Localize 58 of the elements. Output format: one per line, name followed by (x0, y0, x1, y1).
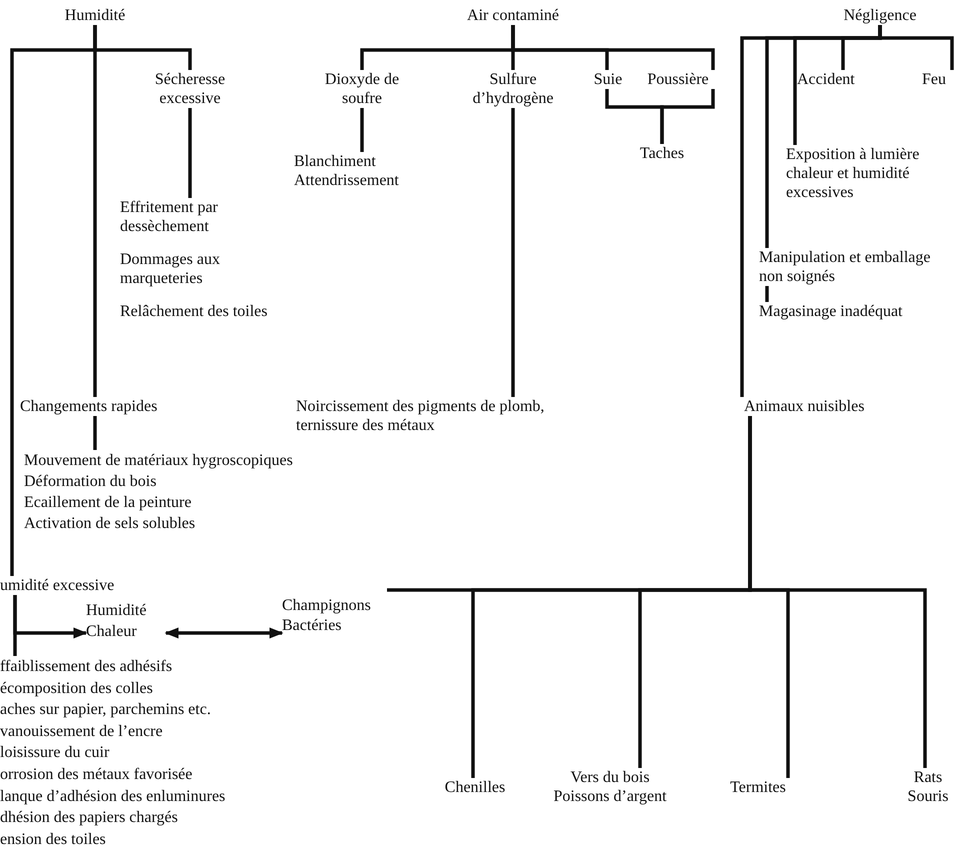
text-label: Taches (632, 144, 692, 163)
connector-line (660, 89, 715, 144)
connector-line (878, 25, 954, 70)
text-label: Termites (718, 778, 798, 797)
text-label: Suie (590, 70, 626, 89)
text-label: Chenilles (430, 778, 520, 797)
text-label: Feu (912, 70, 956, 89)
text-label: écomposition des colles (0, 678, 154, 699)
text-label: Magasinage inadéquat (759, 302, 949, 321)
connector-line (164, 627, 284, 639)
text-label: Bactéries (282, 616, 343, 636)
text-label: Changements rapides (20, 397, 180, 416)
connector-line (93, 416, 97, 450)
text-label: loisissure du cuir (0, 743, 110, 764)
text-label: ffaiblissement des adhésifs (0, 657, 174, 677)
text-label: Air contaminé (455, 6, 571, 25)
connector-line (188, 108, 192, 198)
connector-line (360, 108, 364, 152)
text-label: Vers du bois (569, 768, 651, 787)
text-label: aches sur papier, parchemins etc. (0, 700, 212, 720)
text-label: lanque d’adhésion des enluminures (0, 786, 226, 807)
connector-line (13, 595, 17, 656)
text-label: Chaleur (86, 622, 138, 642)
text-label: Humidité (86, 601, 148, 621)
text-label: Dommages aux marqueteries (120, 250, 260, 288)
connector-line (511, 25, 715, 70)
text-label: umidité excessive (0, 576, 150, 595)
text-label: Exposition à lumière chaleur et humidité excessives (786, 145, 956, 202)
text-label: Animaux nuisibles (744, 397, 894, 416)
text-label: Rats (912, 768, 944, 787)
text-label: Manipulation et emballage non soignés (759, 248, 944, 286)
text-label: Attendrissement (294, 171, 400, 190)
text-label: Noircissement des pigments de plomb, ternissure des métaux (296, 397, 571, 435)
connector-line (511, 108, 515, 397)
text-label: Sécheresse excessive (135, 70, 245, 108)
text-label: Déformation du bois (24, 472, 158, 492)
connector-line (765, 286, 769, 302)
text-label: orrosion des métaux favorisée (0, 764, 194, 785)
text-label: Souris (906, 787, 950, 806)
text-label: Blanchiment (294, 152, 377, 171)
connector-line (10, 25, 97, 576)
text-label: Sulfure d’hydrogène (448, 70, 578, 108)
text-label: Poissons d’argent (552, 787, 668, 806)
text-label: Ecaillement de la peinture (24, 493, 192, 513)
text-label: vanouissement de l’encre (0, 722, 164, 742)
text-label: Humidité (55, 6, 135, 25)
text-label: Mouvement de matériaux hygroscopiques (24, 451, 294, 471)
text-label: Activation de sels solubles (24, 514, 196, 534)
text-label: Effritement par dessèchement (120, 198, 280, 236)
text-label: Poussière (638, 70, 718, 89)
text-label: Accident (797, 70, 867, 89)
connector-line (748, 416, 927, 768)
text-label: ension des toiles (0, 830, 107, 850)
text-label: Champignons (282, 596, 372, 616)
text-label: Dioxyde de soufre (317, 70, 407, 108)
text-label: dhésion des papiers chargés (0, 808, 179, 828)
text-label: Négligence (830, 6, 930, 25)
text-label: Relâchement des toiles (120, 302, 290, 321)
